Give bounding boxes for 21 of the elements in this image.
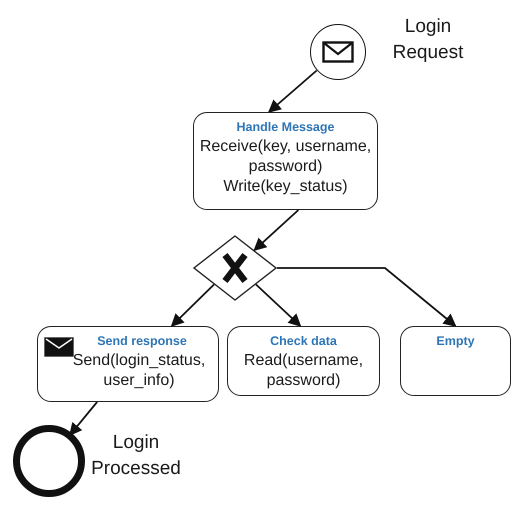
- task-title: Send response: [96, 333, 187, 349]
- task-text: Read(username, password): [242, 351, 364, 391]
- task-title: Check data: [270, 333, 337, 349]
- task-box: [227, 326, 380, 396]
- sequence-flow-arrow: [69, 401, 98, 436]
- task-text: Send(login_status, user_info): [72, 351, 206, 391]
- task-box: [37, 326, 219, 402]
- sequence-flow-arrow: [253, 209, 299, 252]
- task-title: Empty: [436, 333, 475, 349]
- task-title: Handle Message: [236, 119, 334, 135]
- sequence-flow-arrow: [268, 70, 318, 113]
- task-box: [193, 112, 378, 210]
- sequence-flow-arrow: [170, 284, 215, 327]
- task-text: Receive(key, username, password): [198, 137, 372, 177]
- sequence-flow-arrow: [255, 284, 302, 327]
- sequence-flow-arrow: [277, 267, 456, 327]
- task-box: [400, 326, 511, 396]
- event-label: Login Request: [392, 15, 464, 65]
- gateway-diamond: [193, 235, 277, 301]
- event-label: Login Processed: [90, 431, 182, 481]
- task-text: Write(key_status): [223, 177, 348, 197]
